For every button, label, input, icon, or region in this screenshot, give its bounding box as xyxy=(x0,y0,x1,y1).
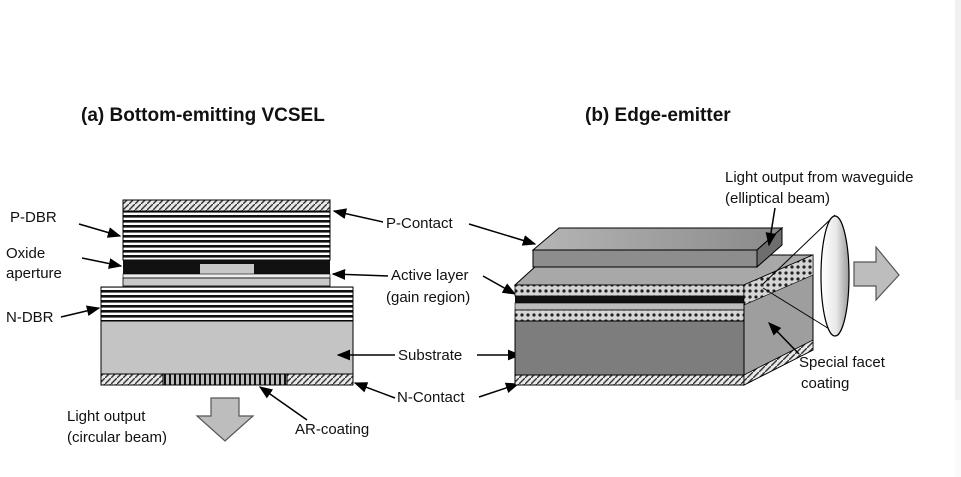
arrow-waveguide xyxy=(765,207,777,247)
edge-lower-cladding xyxy=(514,309,745,322)
arrow-p-contact-left xyxy=(332,208,384,223)
arrow-ar-coating xyxy=(258,386,308,421)
beam-line-top xyxy=(762,214,836,285)
vcsel-n-contact-left xyxy=(100,373,164,386)
edge-facet-dots xyxy=(743,254,814,306)
arrow-p-dbr xyxy=(78,223,122,238)
label-p-dbr: P-DBR xyxy=(10,209,57,226)
arrow-n-dbr xyxy=(60,305,101,318)
vcsel-active-layer xyxy=(122,273,331,279)
edge-upper-cladding xyxy=(514,284,745,297)
panel-b-title: (b) Edge-emitter xyxy=(585,105,731,126)
label-n-contact: N-Contact xyxy=(397,389,465,406)
right-arrow-icon xyxy=(853,245,900,302)
label-special-facet-line2: coating xyxy=(801,375,849,392)
vcsel-p-contact xyxy=(122,199,331,212)
label-special-facet-line1: Special facet xyxy=(799,354,886,371)
label-n-dbr: N-DBR xyxy=(6,309,54,326)
vcsel-ar-coating xyxy=(162,373,288,386)
label-light-output-line1: Light output xyxy=(67,408,146,425)
edge-emitter-structure xyxy=(513,214,900,386)
label-oxide-line1: Oxide xyxy=(6,245,45,262)
panel-a-title: (a) Bottom-emitting VCSEL xyxy=(81,105,325,126)
beam-line-bottom xyxy=(762,287,840,336)
down-arrow-icon xyxy=(195,397,255,442)
scrollbar-track[interactable] xyxy=(955,0,961,400)
label-active-line2: (gain region) xyxy=(386,289,470,306)
label-ar-coating: AR-coating xyxy=(295,421,369,438)
edge-n-contact xyxy=(514,374,745,386)
label-light-output-line2: (circular beam) xyxy=(67,429,167,446)
arrow-oxide xyxy=(81,257,123,269)
label-p-contact: P-Contact xyxy=(386,215,454,232)
vcsel-substrate xyxy=(100,320,354,375)
vcsel-n-contact-right xyxy=(286,373,354,386)
vcsel-spacer xyxy=(122,277,331,287)
label-substrate: Substrate xyxy=(398,347,462,364)
edge-spacer xyxy=(514,302,745,311)
arrow-n-contact-right xyxy=(478,382,520,398)
elliptical-beam xyxy=(820,215,850,337)
vcsel-n-dbr xyxy=(100,286,354,322)
label-waveguide-line2: (elliptical beam) xyxy=(725,190,830,207)
arrow-active-left xyxy=(331,269,389,280)
arrow-special-facet xyxy=(768,322,800,355)
label-oxide-line2: aperture xyxy=(6,265,62,282)
scrollbar-track-lower xyxy=(955,400,961,477)
arrow-n-contact-left xyxy=(353,382,396,399)
edge-ridge-front xyxy=(532,249,758,268)
edge-ridge-top xyxy=(531,227,784,251)
edge-substrate-front xyxy=(514,320,745,376)
vcsel-oxide-aperture xyxy=(200,264,254,274)
vcsel-p-dbr xyxy=(122,210,331,261)
label-active-line1: Active layer xyxy=(391,267,469,284)
edge-active-layer xyxy=(515,296,744,303)
arrow-p-contact-right xyxy=(468,223,537,246)
label-waveguide-line1: Light output from waveguide xyxy=(725,169,913,186)
vcsel-structure xyxy=(100,199,354,442)
arrow-active-right xyxy=(482,275,517,295)
